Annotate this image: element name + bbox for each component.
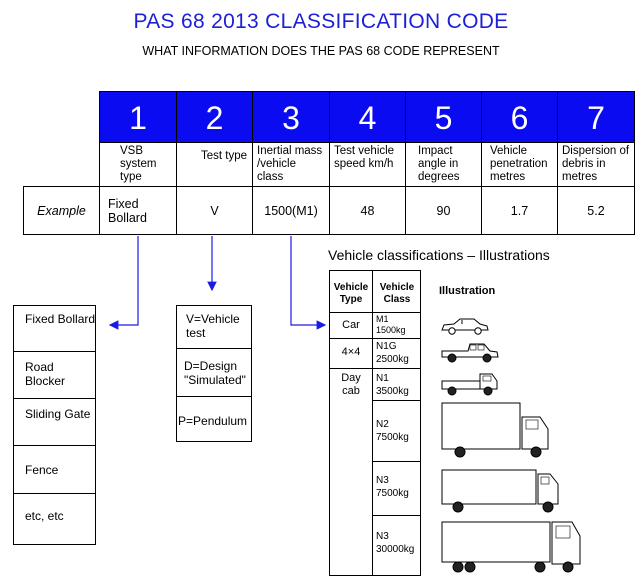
col-header-illustration: Illustration <box>439 285 496 297</box>
pickup-illustration <box>441 343 499 363</box>
vehicle-class-m1: M1 1500kg <box>376 314 406 335</box>
vehicle-type-4x4: 4×4 <box>341 346 361 358</box>
col-header-vehicle-class: Vehicle Class <box>379 282 415 305</box>
test-types-box <box>176 305 252 442</box>
code-desc-6: Vehicle penetration metres <box>481 142 558 187</box>
vehicle-class-n1: N1 3500kg <box>376 373 409 397</box>
vehicle-section-heading: Vehicle classifications – Illustrations <box>328 247 550 263</box>
example-value-7: 5.2 <box>557 186 635 235</box>
test-type-design: D=Design "Simulated" <box>176 349 252 397</box>
code-num-5: 5 <box>405 91 482 143</box>
code-num-2: 2 <box>176 91 253 143</box>
vsb-type-sliding-gate: Sliding Gate <box>13 399 96 446</box>
vsb-type-etc: etc, etc <box>25 509 64 523</box>
code-num-4: 4 <box>329 91 406 143</box>
col-header-vehicle-type: Vehicle Type <box>333 282 369 305</box>
code-desc-1: VSB system type <box>99 142 177 187</box>
vehicle-class-n2: N2 7500kg <box>376 419 409 443</box>
n1-truck-illustration <box>441 373 498 396</box>
vsb-type-road-blocker: Road Blocker <box>13 352 96 399</box>
n2-truck-illustration <box>441 402 549 458</box>
car-illustration <box>441 318 489 335</box>
vehicle-type-day-cab: Day cab <box>341 372 361 397</box>
vehicle-class-n1g: N1G 2500kg <box>376 341 409 365</box>
page-subtitle: WHAT INFORMATION DOES THE PAS 68 CODE RE… <box>142 44 500 58</box>
test-type-pendulum: P=Pendulum <box>178 414 248 428</box>
arrow-to-vsb-types <box>108 236 139 330</box>
vsb-type-fence: Fence <box>13 446 96 494</box>
vehicle-table <box>329 270 421 576</box>
n3-7500-truck-illustration <box>441 469 559 513</box>
n3-30000-truck-illustration <box>441 521 581 573</box>
vehicle-class-n3-7500: N3 7500kg <box>376 475 409 499</box>
vehicle-class-n3-30000: N3 30000kg <box>376 531 415 555</box>
code-desc-7: Dispersion of debris in metres <box>557 142 635 187</box>
vsb-type-fixed-bollard: Fixed Bollard <box>13 305 96 352</box>
vsb-types-box <box>13 305 96 545</box>
vehicle-type-car: Car <box>342 319 360 331</box>
test-type-vehicle: V=Vehicle test <box>176 305 252 349</box>
code-num-7: 7 <box>557 91 635 143</box>
code-num-6: 6 <box>481 91 558 143</box>
vehicle-table-divider <box>372 270 373 576</box>
arrow-to-vehicle-classes <box>290 236 327 330</box>
page-title: PAS 68 2013 CLASSIFICATION CODE <box>133 10 509 33</box>
code-num-3: 3 <box>252 91 330 143</box>
code-desc-3: Inertial mass /vehicle class <box>252 142 330 187</box>
code-num-1: 1 <box>99 91 177 143</box>
